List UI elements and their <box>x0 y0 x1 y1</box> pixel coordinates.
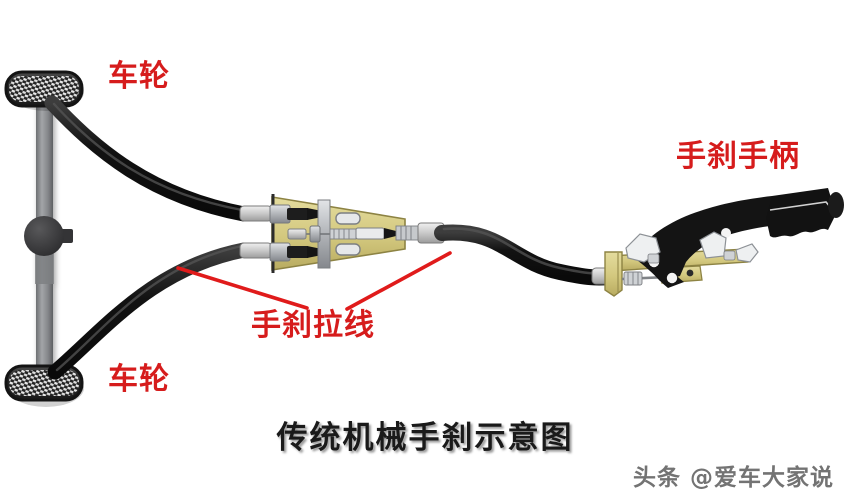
differential-hub <box>24 216 73 256</box>
equalizer-slot-upper <box>335 212 361 225</box>
lever-grip <box>766 188 844 238</box>
pointer-cable-right <box>345 251 452 311</box>
lever-mount-lug <box>735 243 759 263</box>
tire-bottom-rim <box>4 364 84 402</box>
label-handbrake-handle: 手刹手柄 <box>676 139 800 174</box>
label-wheel-top: 车轮 <box>108 59 170 94</box>
wheel-top <box>4 70 84 111</box>
equalizer-slot-lower <box>335 243 361 256</box>
cable-lower <box>47 242 273 380</box>
pointer-lines <box>176 251 452 311</box>
cable-lower-ferrule <box>239 242 273 259</box>
hub-body <box>24 216 64 256</box>
tire-top-rim <box>4 70 84 108</box>
tire-bottom-tread <box>9 370 79 396</box>
link-arm-pivot <box>686 269 694 277</box>
cable-upper <box>44 95 273 222</box>
equalizer-adjuster <box>287 225 400 243</box>
grip-body <box>766 188 836 238</box>
lever-base-bracket <box>604 251 623 297</box>
lever-pivot-3 <box>721 228 731 238</box>
lever-sector-plate <box>699 231 727 259</box>
lever-pivot-2 <box>666 272 678 284</box>
cable-lower-core <box>47 242 252 380</box>
cable-main <box>434 224 623 286</box>
adjuster-thread <box>329 228 357 240</box>
watermark: 头条 @爱车大家说 <box>632 465 834 491</box>
label-handbrake-cable: 手刹拉线 <box>251 308 375 343</box>
tire-top-tread <box>9 76 79 102</box>
cable-upper-ferrule <box>239 205 273 222</box>
label-wheel-bottom: 车轮 <box>108 362 170 397</box>
lever-assembly <box>604 188 844 297</box>
equalizer-assembly <box>269 194 445 273</box>
cable-upper-highlight <box>52 102 244 212</box>
base-plate-nuts <box>647 250 736 264</box>
cable-upper-core <box>44 95 252 222</box>
pointer-cable-left <box>176 266 309 310</box>
diagram-title: 传统机械手刹示意图 <box>276 420 574 456</box>
grip-end-cap <box>828 192 844 218</box>
wheel-bottom <box>4 364 84 407</box>
cable-lower-highlight <box>55 244 244 372</box>
